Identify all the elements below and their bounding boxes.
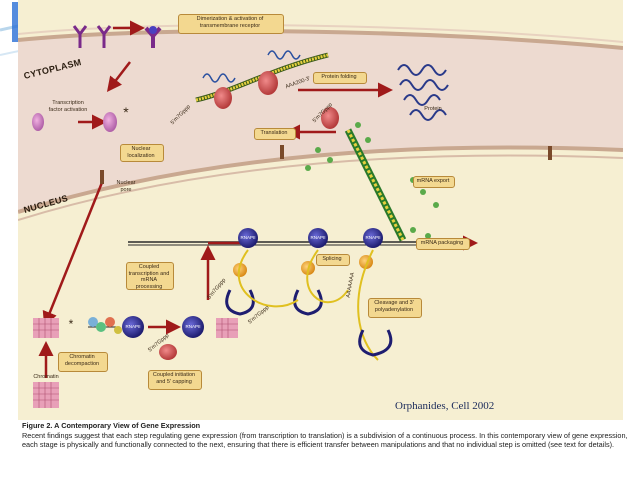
- label-tf-activation: Transcription factor activation: [48, 100, 88, 113]
- label-protein: Protein: [424, 106, 442, 112]
- label-box-mrna-packaging: [416, 238, 470, 250]
- receptor-monomer-2: [96, 25, 112, 48]
- label-box-translation: [254, 128, 296, 140]
- label-box-splicing: [316, 254, 350, 266]
- nuclear-pore-2: [280, 145, 284, 159]
- caption-title: Figure 2. A Contemporary View of Gene Ex…: [22, 421, 201, 430]
- label-rnapii-4: RNAPII: [125, 324, 141, 329]
- rnapii-circle-2: [308, 228, 328, 248]
- label-protein-folding: Protein folding: [321, 74, 357, 80]
- ribosome-2: [258, 71, 278, 95]
- nascent-peptide-2: [267, 50, 301, 60]
- ribosome-3: [321, 107, 339, 129]
- chromatin-condensed: [33, 382, 59, 408]
- label-box-dimerization: [178, 14, 284, 34]
- label-box-coupled-initiation: [148, 370, 202, 390]
- figure-credit: Orphanides, Cell 2002: [395, 400, 495, 412]
- label-chromatin-decompaction: Chromatin decompaction: [64, 354, 100, 367]
- label-box-protein-folding: [313, 72, 367, 84]
- label-box-mrna-export: [413, 176, 455, 188]
- label-box-coupled-transcription: [126, 262, 174, 290]
- label-rnapii-3: RNAPII: [365, 235, 381, 240]
- gene-expression-figure: CYTOPLASM NUCLEUS Dimerization & activat…: [18, 0, 623, 420]
- rnapii-circle-3: [363, 228, 383, 248]
- packaging-proteins: [305, 122, 439, 239]
- label-box-cleavage: [368, 298, 422, 318]
- nuclear-envelope: [18, 145, 623, 214]
- folded-protein: [397, 64, 449, 121]
- label-box-nuclear-localization: [120, 144, 164, 162]
- label-splicing: Splicing: [322, 256, 342, 262]
- label-coupled-initiation: Coupled initiation and 5' capping: [152, 372, 196, 385]
- label-chromatin: Chromatin: [33, 374, 59, 380]
- receptor-dimer: [144, 26, 162, 48]
- plasma-membrane: [18, 29, 623, 50]
- tf-active: [103, 112, 117, 132]
- star-2: *: [68, 317, 74, 331]
- label-rnapii-1: RNAPII: [240, 235, 256, 240]
- figure-caption: Figure 2. A Contemporary View of Gene Ex…: [22, 421, 632, 449]
- label-dimerization: Dimerization & activation of transmembra…: [196, 16, 264, 29]
- label-rnapii-2: RNAPII: [310, 235, 326, 240]
- ribosome-1: [214, 87, 232, 109]
- receptor-monomer-1: [72, 25, 88, 48]
- label-rnapii-5: RNAPII: [185, 324, 201, 329]
- label-mrna-packaging: mRNA packaging: [420, 240, 464, 246]
- rnapii-circle-4: [122, 316, 144, 338]
- label-box-chromatin-decompaction: [58, 352, 108, 372]
- capping-enzyme: [159, 344, 177, 360]
- label-nuclear-localization: Nuclear localization: [127, 146, 155, 159]
- label-coupled-transcription: Coupled transcription and mRNA processin…: [128, 264, 170, 290]
- rnapii-circle-5: [182, 316, 204, 338]
- rnapii-circle-1: [238, 228, 258, 248]
- general-factors: [88, 317, 122, 334]
- nuclear-pore-1: [100, 170, 104, 184]
- star-1: *: [123, 104, 129, 120]
- label-mrna-export: mRNA export: [416, 178, 450, 184]
- tf-inactive: [32, 113, 44, 131]
- cytoplasm-area: [18, 31, 623, 213]
- figure-drawing: [18, 20, 623, 408]
- caption-body: Recent findings suggest that each step r…: [22, 431, 628, 449]
- label-translation: Translation: [260, 130, 288, 136]
- label-nuclear-pore: Nuclear pore: [116, 180, 136, 193]
- growing-transcript: [237, 249, 379, 361]
- label-cleavage: Cleavage and 3' polyadenylation: [374, 300, 414, 313]
- nuclear-pore-3: [548, 146, 552, 160]
- chromatin-open: [33, 318, 238, 338]
- nascent-peptide-1: [202, 73, 236, 83]
